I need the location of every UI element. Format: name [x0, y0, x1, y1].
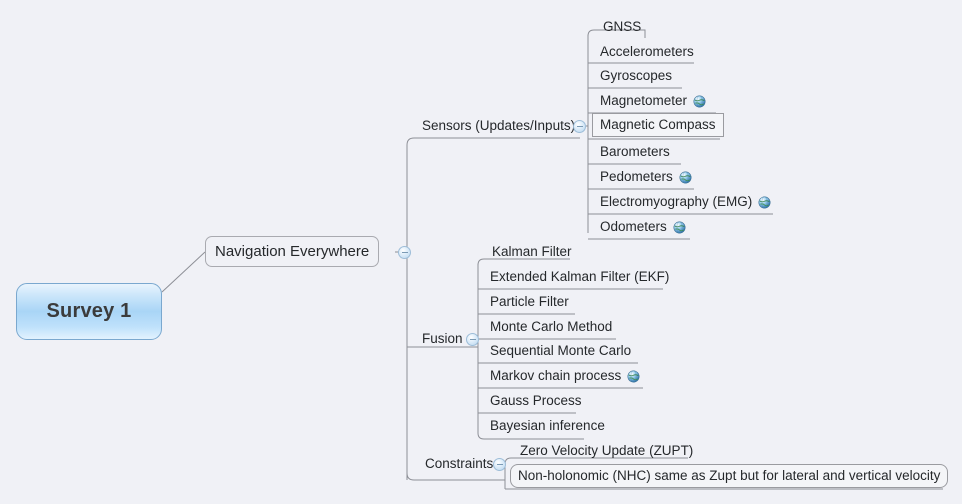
- node-label: Monte Carlo Method: [490, 319, 613, 334]
- globe-icon[interactable]: [679, 171, 692, 184]
- node-label: GNSS: [603, 19, 642, 34]
- node-label: Accelerometers: [600, 44, 694, 59]
- collapse-minus-icon-constraints[interactable]: [493, 458, 506, 471]
- root-node[interactable]: Survey 1: [16, 283, 162, 340]
- node-label: Sequential Monte Carlo: [490, 343, 632, 358]
- collapse-minus-icon-fusion[interactable]: [466, 333, 479, 346]
- root-node-label: Survey 1: [46, 300, 132, 322]
- node-label: Sensors (Updates/Inputs): [422, 118, 576, 133]
- node-magnetic-compass[interactable]: Magnetic Compass: [592, 113, 724, 137]
- node-particle-filter[interactable]: Particle Filter: [483, 290, 576, 314]
- globe-icon[interactable]: [673, 221, 686, 234]
- collapse-minus-icon-sensors[interactable]: [573, 120, 586, 133]
- node-extended-kalman-filter[interactable]: Extended Kalman Filter (EKF): [483, 265, 676, 289]
- node-navigation-everywhere[interactable]: Navigation Everywhere: [205, 236, 380, 267]
- node-label: Gauss Process: [490, 393, 582, 408]
- collapse-minus-icon-title[interactable]: [398, 246, 411, 259]
- node-label: Bayesian inference: [490, 418, 605, 433]
- node-label: Constraints: [425, 456, 494, 471]
- node-markov-chain-process[interactable]: Markov chain process: [483, 364, 647, 388]
- node-label: Magnetometer: [600, 93, 688, 108]
- node-accelerometers[interactable]: Accelerometers: [593, 40, 701, 64]
- globe-icon[interactable]: [758, 196, 771, 209]
- node-non-holonomic[interactable]: Non-holonomic (NHC) same as Zupt but for…: [510, 464, 949, 488]
- node-sequential-monte-carlo[interactable]: Sequential Monte Carlo: [483, 339, 638, 363]
- node-label: Kalman Filter: [492, 244, 572, 259]
- node-label: Odometers: [600, 219, 667, 234]
- node-label: Magnetic Compass: [600, 117, 716, 132]
- node-sensors[interactable]: Sensors (Updates/Inputs): [415, 114, 582, 138]
- node-label: Electromyography (EMG): [600, 194, 753, 209]
- node-pedometers[interactable]: Pedometers: [593, 165, 699, 189]
- node-gauss-process[interactable]: Gauss Process: [483, 389, 589, 413]
- node-barometers[interactable]: Barometers: [593, 140, 677, 164]
- node-constraints[interactable]: Constraints: [418, 452, 500, 476]
- node-label: Extended Kalman Filter (EKF): [490, 269, 670, 284]
- node-label: Non-holonomic (NHC) same as Zupt but for…: [518, 468, 941, 483]
- node-label: Navigation Everywhere: [215, 242, 370, 260]
- node-label: Barometers: [600, 144, 670, 159]
- node-bayesian-inference[interactable]: Bayesian inference: [483, 414, 612, 438]
- node-label: Markov chain process: [490, 368, 622, 383]
- node-magnetometer[interactable]: Magnetometer: [593, 89, 713, 113]
- node-odometers[interactable]: Odometers: [593, 215, 693, 239]
- node-label: Particle Filter: [490, 294, 569, 309]
- node-gnss[interactable]: GNSS: [596, 15, 648, 39]
- node-label: Zero Velocity Update (ZUPT): [520, 443, 694, 458]
- node-electromyography[interactable]: Electromyography (EMG): [593, 190, 778, 214]
- globe-icon[interactable]: [693, 95, 706, 108]
- node-label: Fusion: [422, 331, 463, 346]
- node-monte-carlo-method[interactable]: Monte Carlo Method: [483, 315, 619, 339]
- node-label: Pedometers: [600, 169, 673, 184]
- node-label: Gyroscopes: [600, 68, 673, 83]
- node-gyroscopes[interactable]: Gyroscopes: [593, 64, 679, 88]
- node-fusion[interactable]: Fusion: [415, 327, 470, 351]
- globe-icon[interactable]: [627, 370, 640, 383]
- node-kalman-filter[interactable]: Kalman Filter: [485, 240, 579, 264]
- node-zero-velocity-update[interactable]: Zero Velocity Update (ZUPT): [513, 439, 700, 463]
